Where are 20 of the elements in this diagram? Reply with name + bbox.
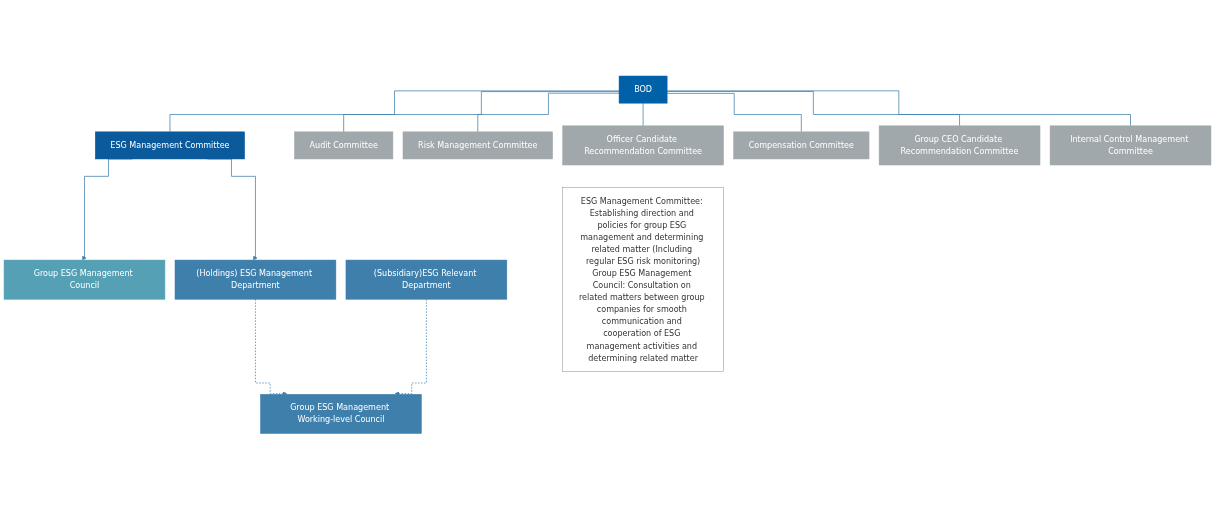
connector <box>666 90 960 126</box>
node-box: Group CEO Candidate Recommendation Committee <box>878 125 1041 165</box>
connector <box>343 90 620 132</box>
connector <box>169 90 620 132</box>
node-box: (Holdings) ESG Management Department <box>174 259 337 300</box>
node-box: Compensation Committee <box>733 131 870 159</box>
connector <box>666 92 802 132</box>
node-box: (Subsidiary)ESG Relevant Department <box>345 259 508 300</box>
connector <box>477 92 620 132</box>
node-box: Officer Candidate Recommendation Committee <box>562 125 724 165</box>
connector <box>642 102 644 126</box>
node-box: Group ESG Management Council <box>3 259 166 300</box>
connector <box>666 90 1131 126</box>
node-box: Audit Committee <box>294 131 394 159</box>
node-box: ESG Management Committee: Establishing direction and policies for group ESG management and determining related matter (Including regular ESG risk monitoring) Group ESG Management Council: Consultation on related matters between group companies for smooth communication and cooperation of ESG management activities and determining related matter <box>562 187 724 372</box>
node-box: BOD <box>618 75 668 104</box>
node-box: ESG Management Committee <box>95 131 245 159</box>
node-box: Group ESG Management Working-level Council <box>260 393 422 434</box>
node-box: Risk Management Committee <box>402 131 553 159</box>
node-box: Internal Control Management Committee <box>1049 125 1212 165</box>
